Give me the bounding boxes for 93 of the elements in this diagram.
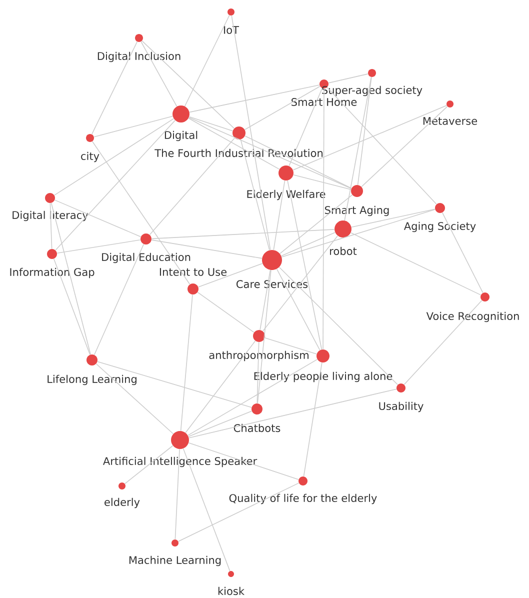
connector-line: [149, 138, 235, 236]
connector-line: [142, 40, 234, 129]
connector-line: [50, 202, 91, 355]
connector-line: [231, 15, 271, 250]
connector-line: [94, 116, 173, 138]
connector-line: [188, 442, 299, 480]
connector-line: [151, 229, 335, 240]
node-label: Chatbots: [234, 424, 280, 432]
connector-line: [50, 202, 52, 250]
node-label: anthropomorphism: [209, 350, 308, 362]
connector-line: [54, 200, 142, 238]
connector-line: [188, 116, 233, 132]
node-label: Metaverse: [423, 117, 478, 125]
node-label: IoT: [224, 26, 240, 34]
node-label: Quality of life for the elderly: [229, 494, 377, 504]
node-label: Care Services: [236, 280, 308, 288]
node-label: Artificial Intelligence Speaker: [103, 456, 258, 468]
connector-line: [178, 482, 300, 542]
node-label: Digital: [164, 130, 198, 142]
connector-line: [322, 88, 324, 350]
node-label: Lifelong Learning: [48, 374, 136, 386]
connector-line: [262, 235, 338, 332]
node-label: Digital Education: [102, 252, 190, 264]
node-label: Elderly people living alone: [254, 372, 392, 382]
connector-line: [260, 270, 271, 330]
connector-line: [293, 174, 352, 190]
connector-line: [281, 209, 436, 258]
node-label: Digital literacy: [12, 210, 88, 222]
connector-line: [140, 41, 178, 107]
connector-line: [174, 448, 180, 540]
connector-line: [55, 120, 176, 251]
connector-line: [288, 88, 323, 166]
node-label: Voice Recognition: [426, 312, 519, 322]
connector-line: [326, 87, 437, 205]
connector-line: [442, 212, 484, 294]
connector-line: [92, 141, 190, 285]
connector-line: [357, 76, 372, 186]
connector-line: [151, 240, 262, 259]
connector-line: [244, 136, 352, 189]
connector-line: [189, 84, 320, 113]
node-label: Elderly Welfare: [247, 190, 326, 200]
connector-line: [361, 106, 448, 188]
connector-line: [188, 118, 280, 170]
connector-line: [53, 258, 90, 355]
connector-line: [273, 180, 286, 250]
connector-line: [264, 337, 317, 354]
node-label: Information Gap: [10, 268, 94, 278]
connector-line: [91, 41, 138, 135]
connector-line: [344, 76, 372, 221]
node-label: city: [81, 152, 100, 162]
connector-line: [56, 240, 141, 254]
connector-line: [244, 86, 320, 130]
node-label: Aging Society: [404, 222, 476, 232]
connector-line: [180, 294, 193, 432]
connector-line: [257, 270, 272, 404]
connector-line: [256, 342, 260, 404]
connector-line: [188, 117, 352, 189]
node-label: Intent to Use: [160, 268, 227, 276]
connector-line: [124, 445, 174, 484]
connector-line: [281, 232, 336, 256]
connector-line: [280, 194, 353, 254]
node-label: Digital Inclusion: [98, 52, 180, 62]
connector-line: [276, 268, 320, 350]
connector-line: [240, 139, 270, 250]
connector-line: [96, 363, 174, 434]
connector-line: [198, 263, 263, 288]
connector-line: [97, 361, 252, 408]
node-label: kiosk: [218, 586, 244, 596]
connector-line: [188, 410, 252, 437]
connector-line: [287, 180, 322, 350]
connector-line: [188, 359, 318, 436]
node-label: Smart Home: [292, 98, 357, 106]
connector-line: [188, 388, 397, 438]
connector-line: [351, 208, 436, 228]
node-label: Usability: [379, 402, 424, 412]
connector-line: [350, 232, 482, 296]
connector-line: [54, 118, 174, 196]
connector-line: [94, 244, 144, 356]
node-label: robot: [330, 246, 357, 256]
node-label: Super-aged society: [322, 86, 422, 96]
connector-line: [185, 340, 256, 434]
node-label: Smart Aging: [324, 206, 389, 216]
node-label: The Fourth Industrial Revolution: [154, 148, 323, 158]
node-label: Machine Learning: [129, 556, 221, 566]
connector-line: [182, 448, 230, 572]
connector-line: [278, 266, 398, 386]
connector-line: [197, 292, 254, 333]
connector-line: [184, 14, 230, 107]
connector-line: [292, 105, 447, 170]
node-label: elderly: [104, 498, 140, 508]
connector-line: [328, 74, 368, 84]
connector-line: [303, 362, 322, 477]
connector-line: [404, 300, 482, 385]
